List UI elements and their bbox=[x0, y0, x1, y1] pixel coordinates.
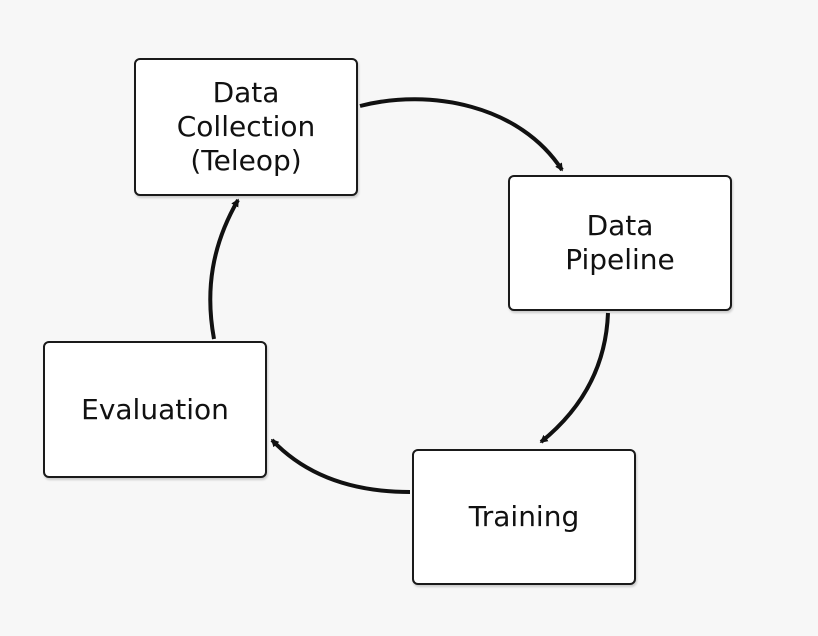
node-label-line: Evaluation bbox=[81, 392, 229, 426]
node-training-label: Training bbox=[469, 500, 579, 534]
edge-pipeline-to-training bbox=[539, 312, 610, 444]
edge-collection-to-pipeline bbox=[359, 97, 564, 172]
node-label-line: Data bbox=[586, 209, 654, 242]
node-data-collection-label: Data Collection (Teleop) bbox=[177, 76, 316, 178]
node-label-line: Training bbox=[468, 500, 580, 533]
edge-evaluation-to-collection bbox=[208, 198, 240, 340]
node-training: Training bbox=[412, 449, 636, 585]
node-label-line: Pipeline bbox=[565, 243, 675, 276]
node-evaluation-label: Evaluation bbox=[81, 393, 229, 427]
node-label-line: (Teleop) bbox=[190, 144, 302, 177]
node-label-line: Collection bbox=[176, 110, 316, 143]
edge-training-to-evaluation bbox=[270, 438, 411, 494]
node-data-pipeline: Data Pipeline bbox=[508, 175, 732, 311]
node-label-line: Data bbox=[212, 76, 280, 109]
node-evaluation: Evaluation bbox=[43, 341, 267, 478]
node-data-collection: Data Collection (Teleop) bbox=[134, 58, 358, 196]
node-data-pipeline-label: Data Pipeline bbox=[565, 209, 675, 277]
